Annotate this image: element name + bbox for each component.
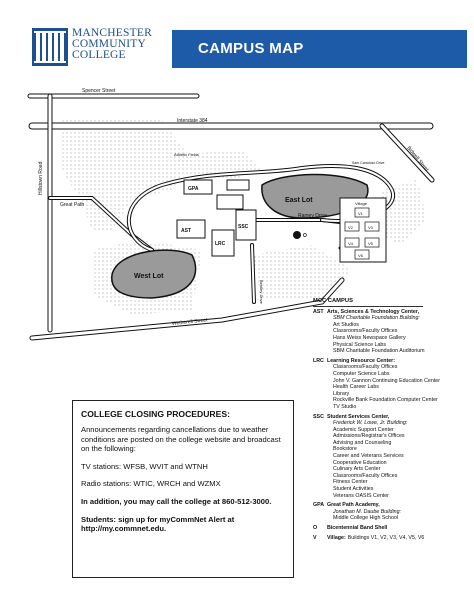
- lrc-label: LRC: [215, 241, 226, 247]
- legend-entry-v: V Village:Buildings V1, V2, V3, V4, V5, V…: [313, 535, 465, 542]
- legend-item: Art Studios: [333, 321, 359, 328]
- legend-name: Bicentennial Band Shell: [327, 525, 388, 531]
- bidwell-label: Bidwell Street: [405, 145, 430, 173]
- legend-item: Cooperative Education: [333, 459, 387, 466]
- closing-heading: COLLEGE CLOSING PROCEDURES:: [81, 409, 230, 419]
- building-ssc: [235, 209, 257, 241]
- building-lrc: [211, 229, 235, 257]
- legend-name: Village:: [327, 534, 346, 541]
- legend-code: AST: [313, 308, 324, 315]
- header: MANCHESTER COMMUNITY COLLEGE CAMPUS MAP: [22, 27, 467, 70]
- ssc-label: SSC: [238, 224, 249, 230]
- v6-label: V6: [358, 253, 364, 258]
- legend-code: V: [313, 534, 317, 541]
- legend-name: Learning Resource Center:: [327, 357, 395, 364]
- legend-building: SBM Charitable Foundation Building:: [333, 315, 420, 322]
- legend-title: MCC CAMPUS: [313, 298, 423, 307]
- legend-item: Culinary Arts Center: [333, 466, 381, 473]
- gpa-label: GPA: [188, 186, 199, 192]
- west-lot-label: West Lot: [134, 273, 164, 280]
- spencer-label: Spencer Street: [82, 88, 116, 94]
- legend-item: Computer Science Labs: [333, 370, 390, 377]
- v4-label: V4: [348, 241, 354, 246]
- alert-signup: Students: sign up for myCommNet Alert at…: [81, 514, 235, 534]
- ast-label: AST: [181, 228, 191, 234]
- legend-code: GPA: [313, 502, 325, 509]
- bentley-label: Bentley Drive: [259, 280, 264, 305]
- legend-item: Veterans OASIS Center: [333, 492, 389, 499]
- legend-inline: Buildings V1, V2, V3, V4, V5, V6: [347, 534, 425, 541]
- legend-name: Great Path Academy,: [327, 502, 380, 509]
- ramey-label: Ramey Drive: [298, 213, 327, 219]
- call-college: In addition, you may call the college at…: [81, 496, 272, 506]
- title-bar: CAMPUS MAP: [172, 30, 467, 68]
- v3-label: V3: [368, 225, 374, 230]
- legend-item: Hans Weiss Newspace Gallery: [333, 334, 406, 341]
- radio-stations: Radio stations: WTIC, WRCH and WZMX: [81, 479, 221, 489]
- legend-code: O: [313, 525, 318, 531]
- east-lot-label: East Lot: [285, 197, 313, 204]
- legend-item: SBM Charitable Foundation Auditorium: [333, 348, 425, 355]
- legend-entry-o: O Bicentennial Band Shell: [313, 525, 465, 532]
- v5-label: V5: [368, 241, 374, 246]
- page-title: CAMPUS MAP: [198, 40, 304, 57]
- interstate-label: Interstate 384: [177, 118, 208, 124]
- legend-code: LRC: [313, 357, 324, 364]
- wetherell-label: Wetherell Street: [172, 317, 209, 327]
- legend-code: SSC: [313, 413, 324, 420]
- college-logo-icon: [32, 28, 68, 66]
- legend-item: Rockville Bank Foundation Computer Cente…: [333, 397, 438, 404]
- legend-item: Classrooms/Faculty Offices: [333, 472, 398, 479]
- building-ast: [176, 219, 206, 239]
- legend-item: Fitness Center: [333, 479, 368, 486]
- legend-item: Library: [333, 390, 350, 397]
- legend-item: Academic Support Center: [333, 426, 394, 433]
- legend-item: Bookstore: [333, 446, 357, 453]
- great-path-label: Great Path: [60, 202, 84, 208]
- band-shell: [293, 231, 301, 239]
- o-label: O: [303, 233, 307, 239]
- college-name: MANCHESTER COMMUNITY COLLEGE: [72, 27, 152, 61]
- legend-name: Student Services Center,: [327, 413, 390, 420]
- closing-procedures-box: COLLEGE CLOSING PROCEDURES: Announcement…: [72, 400, 294, 578]
- v2-label: V2: [348, 225, 354, 230]
- v1-label: V1: [358, 211, 364, 216]
- village-label: Village: [355, 201, 368, 206]
- legend-item: Career and Veterans Services: [333, 453, 404, 460]
- legend-item: Health Career Labs: [333, 384, 379, 391]
- campus-map: Spencer Street Interstate 384 Hillstown …: [27, 88, 435, 341]
- legend-building: Jonathan M. Daube Building:: [333, 508, 402, 515]
- legend-item: Admissions/Registrar's Offices: [333, 433, 405, 440]
- legend-item: Advising and Counseling: [333, 439, 392, 446]
- closing-announcement: Announcements regarding cancellations du…: [81, 425, 281, 454]
- sam-caradozo-label: Sam Caradozo Drive: [352, 161, 385, 165]
- hillstown-label: Hillstown Road: [38, 161, 44, 195]
- legend-item: Classrooms/Faculty Offices: [333, 328, 398, 335]
- legend-building: Frederick W. Lowe, Jr. Building:: [333, 420, 408, 427]
- legend-item: Physical Science Labs: [333, 341, 386, 348]
- tv-stations: TV stations: WFSB, WVIT and WTNH: [81, 461, 208, 471]
- building-gpa: [183, 179, 213, 195]
- athletic-fields-label: Athletic Fields: [174, 152, 199, 157]
- legend-item: John V. Gannon Continuing Education Cent…: [333, 377, 440, 384]
- legend-item: Classrooms/Faculty Offices: [333, 364, 398, 371]
- village: [339, 197, 387, 263]
- legend-item: TV Studio: [333, 403, 357, 410]
- legend-name: Arts, Sciences & Technology Center,: [327, 308, 420, 315]
- legend-item: Middle College High School: [333, 515, 399, 522]
- west-lot: [111, 249, 197, 299]
- legend-item: Student Activities: [333, 486, 374, 493]
